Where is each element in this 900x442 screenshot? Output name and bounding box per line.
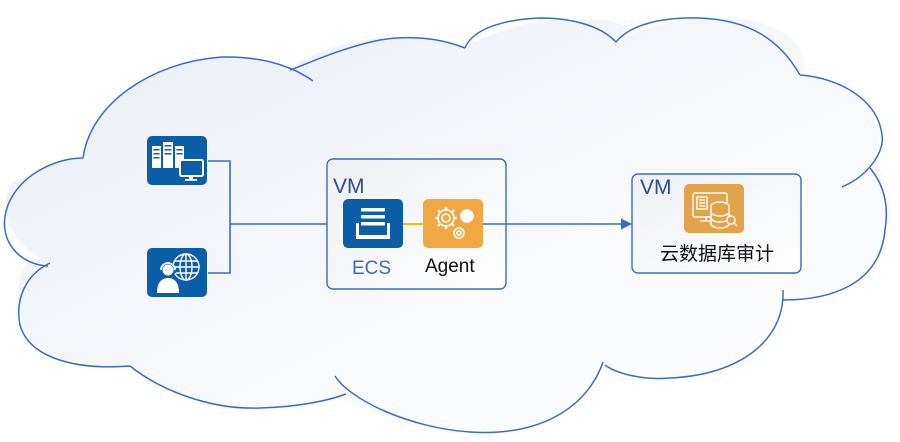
agent-node[interactable]: Agent (423, 199, 483, 277)
cloud-outline (3, 17, 888, 434)
database-audit-icon (692, 192, 738, 229)
agent-label: Agent (425, 256, 475, 277)
vm-box-1[interactable]: VM ECS (326, 158, 507, 290)
customer-service-globe-icon (157, 253, 200, 293)
vm-1-label: VM (333, 175, 365, 198)
source-users-node[interactable] (147, 248, 207, 297)
ecs-instance-icon (356, 208, 390, 239)
server-cluster-with-monitor-icon (152, 142, 204, 181)
gears-icon (435, 207, 474, 239)
source-servers-node[interactable] (147, 136, 207, 185)
vm-box-2[interactable]: VM 云数据库审计 (631, 173, 802, 274)
edge-servers-to-bus (208, 160, 231, 274)
ecs-node[interactable]: ECS (343, 199, 403, 279)
vm-2-label: VM (640, 176, 672, 199)
source-connectors (208, 160, 345, 274)
database-audit-node[interactable]: 云数据库审计 (660, 184, 774, 265)
database-audit-label: 云数据库审计 (660, 243, 774, 265)
ecs-label: ECS (352, 258, 391, 279)
